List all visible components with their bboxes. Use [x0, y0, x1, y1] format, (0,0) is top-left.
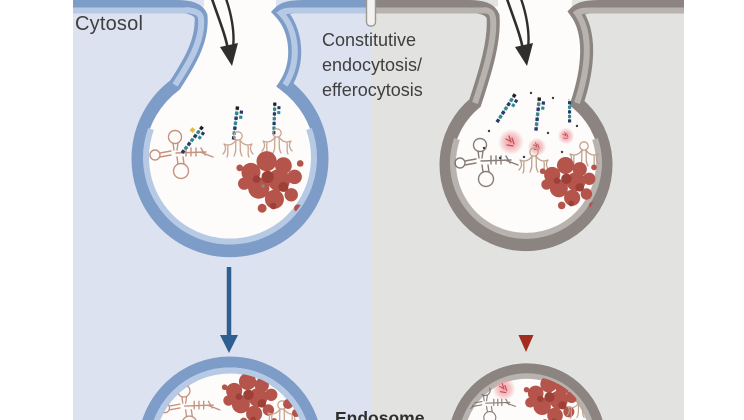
right-cup-mouth	[498, 0, 572, 12]
left-endosome-membrane-outer	[142, 356, 318, 420]
left-plasma-membrane	[73, 0, 372, 258]
degradation-halo-icon	[497, 128, 525, 156]
left-maturation-arrow	[220, 267, 238, 353]
maturation-arrowhead	[220, 335, 238, 353]
right-membrane-inner-leaflet	[572, 7, 593, 104]
left-membrane-inner-leaflet	[172, 7, 205, 87]
left-cup-cargo	[149, 102, 304, 213]
right-endosome-membrane-outer	[451, 363, 603, 420]
entry-arrowhead	[515, 43, 533, 66]
membrane-protein-icon	[365, 0, 377, 27]
left-cup-mouth	[204, 0, 276, 12]
left-margin	[0, 0, 73, 420]
debris-dot	[261, 184, 265, 188]
right-membrane-inner-leaflet	[472, 7, 497, 104]
right-endosome	[451, 363, 603, 420]
left-endosome	[142, 356, 318, 420]
glycan-yellow-sugar	[189, 127, 196, 134]
maturation-arrowhead	[518, 335, 534, 352]
degradation-halo-icon	[557, 127, 575, 145]
cytosol-label: Cytosol	[75, 13, 144, 35]
left-endosome-membrane-inner	[153, 367, 307, 420]
left-membrane-inner-leaflet	[143, 127, 317, 245]
endosome-label: Endosome	[335, 408, 425, 420]
left-entry-arrow	[210, 0, 238, 66]
right-membrane-inner-leaflet	[450, 138, 602, 239]
right-cup-cargo	[454, 91, 600, 210]
right-margin	[684, 0, 744, 420]
right-maturation-arrow	[518, 264, 534, 352]
right-entry-arrow	[505, 0, 533, 66]
degraded-fragment-dots	[482, 91, 579, 160]
right-plasma-membrane	[372, 0, 684, 252]
entry-arrow-icon	[520, 0, 530, 50]
process-label: Constitutive endocytosis/ efferocytosis	[322, 30, 423, 100]
entry-arrow-icon	[225, 0, 235, 50]
right-endosome-membrane-inner	[461, 373, 593, 420]
left-membrane-inner-leaflet	[276, 7, 298, 87]
entry-arrowhead	[220, 43, 238, 66]
